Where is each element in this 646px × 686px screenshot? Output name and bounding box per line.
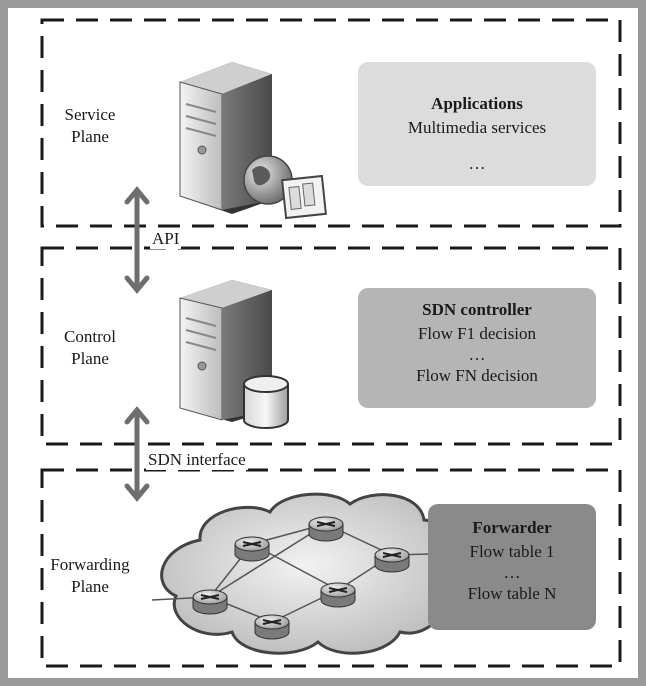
api-label: API: [150, 229, 182, 249]
router-icon-1: [234, 536, 270, 562]
applications-title: Applications: [431, 94, 523, 113]
sdn-controller-box: SDN controller Flow F1 decision … Flow F…: [358, 288, 596, 408]
forwarder-line2: …: [503, 563, 521, 582]
api-arrow: [124, 186, 150, 294]
control-plane-border: [40, 246, 622, 446]
sdn-controller-line2: …: [468, 345, 486, 364]
forwarder-line1: Flow table 1: [469, 542, 555, 561]
router-icon-2: [308, 516, 344, 542]
service-plane-label-line2: Plane: [71, 127, 109, 146]
applications-line2: …: [468, 154, 486, 173]
forwarder-title: Forwarder: [472, 518, 552, 537]
forwarder-line3: Flow table N: [467, 584, 557, 603]
router-icon-4: [320, 582, 356, 608]
sdn-interface-label: SDN interface: [146, 450, 248, 470]
application-server-icon: [179, 62, 327, 220]
sdn-interface-arrow: [124, 406, 150, 502]
forwarder-box: Forwarder Flow table 1 … Flow table N: [428, 504, 596, 630]
controller-server-icon: [179, 280, 289, 429]
applications-box: Applications Multimedia services …: [358, 62, 596, 186]
service-plane-label: Service Plane: [30, 104, 150, 148]
forwarding-plane-label-line1: Forwarding: [50, 555, 130, 574]
control-plane-label: Control Plane: [30, 326, 150, 370]
control-plane-label-line1: Control: [64, 327, 116, 346]
forwarding-plane-label: Forwarding Plane: [30, 554, 150, 598]
router-icon-3: [374, 547, 410, 573]
forwarding-plane-border: [40, 468, 622, 668]
service-plane-label-line1: Service: [64, 105, 116, 124]
sdn-controller-line3: Flow FN decision: [416, 366, 538, 385]
sdn-controller-title: SDN controller: [422, 300, 532, 319]
control-plane-label-line2: Plane: [71, 349, 109, 368]
router-icon-6: [254, 614, 290, 640]
forwarding-plane-label-line2: Plane: [71, 577, 109, 596]
router-icon-5: [192, 589, 228, 615]
applications-line1: Multimedia services: [407, 118, 547, 137]
service-plane-border: [40, 18, 622, 228]
sdn-controller-line1: Flow F1 decision: [417, 324, 537, 343]
